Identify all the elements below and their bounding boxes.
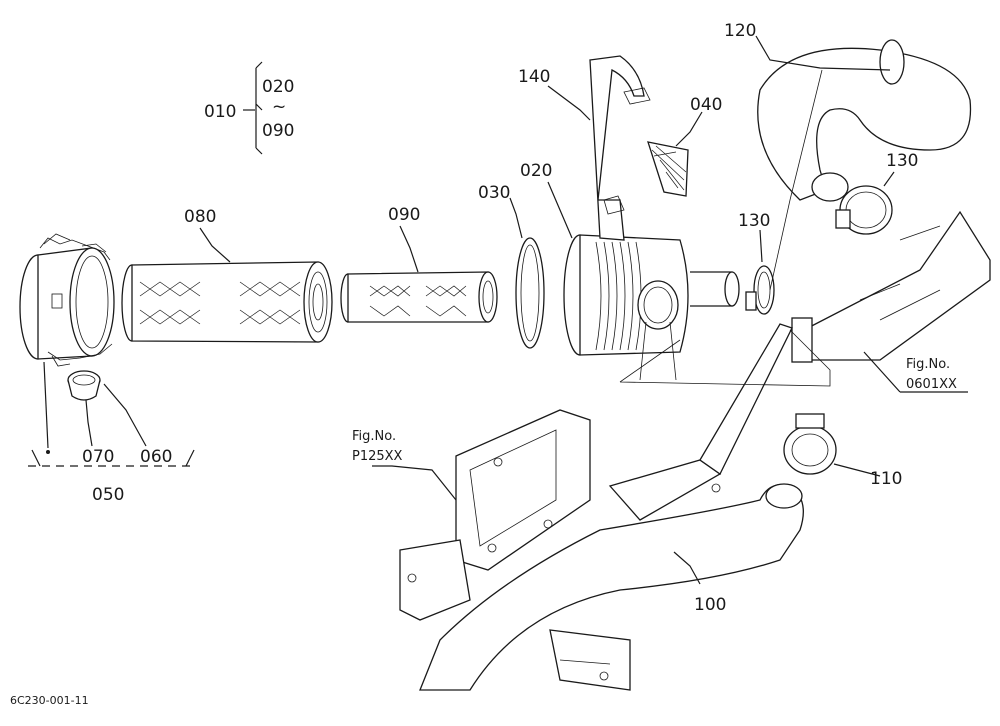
- alignment-line-hose: [769, 69, 823, 291]
- callout-070: 070: [82, 447, 114, 467]
- group-050-right-tick: [185, 449, 195, 467]
- pad-040-hatch: [651, 145, 687, 191]
- clamp-130-left: [745, 265, 775, 315]
- callout-040: 040: [690, 95, 722, 115]
- group-050-dot: [46, 450, 50, 454]
- gasket-030: [515, 237, 545, 349]
- leader-070: [85, 399, 93, 447]
- callout-140: 140: [518, 67, 550, 87]
- clamp-130-right: [835, 185, 893, 235]
- callout-090: 090: [388, 205, 420, 225]
- fig-ref-right-title: Fig.No.: [906, 357, 950, 372]
- leader-p125xx: [372, 465, 457, 501]
- leader-130-left: [759, 229, 763, 263]
- leader-140: [547, 85, 591, 121]
- callout-050: 050: [92, 485, 124, 505]
- callout-120: 120: [724, 21, 756, 41]
- callout-020: 020: [520, 161, 552, 181]
- callout-080: 080: [184, 207, 216, 227]
- band-140: [589, 55, 651, 241]
- leader-060: [103, 383, 147, 447]
- leader-030: [509, 197, 523, 239]
- intake-duct-right: [791, 210, 991, 363]
- callout-range-sign: ~: [272, 97, 286, 117]
- fig-ref-right-code: 0601XX: [906, 377, 957, 392]
- clamp-110: [783, 413, 837, 475]
- callout-130-right: 130: [886, 151, 918, 171]
- leader-090: [399, 225, 419, 273]
- alignment-line: [619, 329, 831, 387]
- callout-030: 030: [478, 183, 510, 203]
- valve-070: [67, 370, 101, 401]
- leader-040: [675, 111, 703, 147]
- group-050-left-tick: [31, 449, 41, 467]
- callout-060: 060: [140, 447, 172, 467]
- drawing-code: 6C230-001-11: [10, 694, 89, 707]
- callout-130-left: 130: [738, 211, 770, 231]
- brace-010: [255, 61, 263, 155]
- callout-100: 100: [694, 595, 726, 615]
- callout-020-range: 020: [262, 77, 294, 97]
- leader-080: [199, 227, 231, 263]
- callout-010: 010: [204, 102, 236, 122]
- leader-020: [547, 181, 573, 239]
- hose-100: [419, 483, 804, 691]
- leader-050-left: [43, 361, 49, 449]
- fig-ref-left-title: Fig.No.: [352, 429, 396, 444]
- callout-090-range: 090: [262, 121, 294, 141]
- inner-element-090: [340, 271, 498, 323]
- leader-130-right: [883, 171, 895, 187]
- callout-110: 110: [870, 469, 902, 489]
- outer-element-080: [121, 261, 333, 343]
- cover-060: [19, 233, 115, 367]
- hose-120: [757, 39, 972, 202]
- leader-110: [833, 463, 881, 477]
- leader-100: [673, 551, 701, 585]
- leader-120: [755, 35, 891, 71]
- frame-bracket: [399, 323, 793, 691]
- leader-0601xx: [863, 351, 968, 393]
- fig-ref-left-code: P125XX: [352, 449, 403, 464]
- body-020: [563, 234, 740, 381]
